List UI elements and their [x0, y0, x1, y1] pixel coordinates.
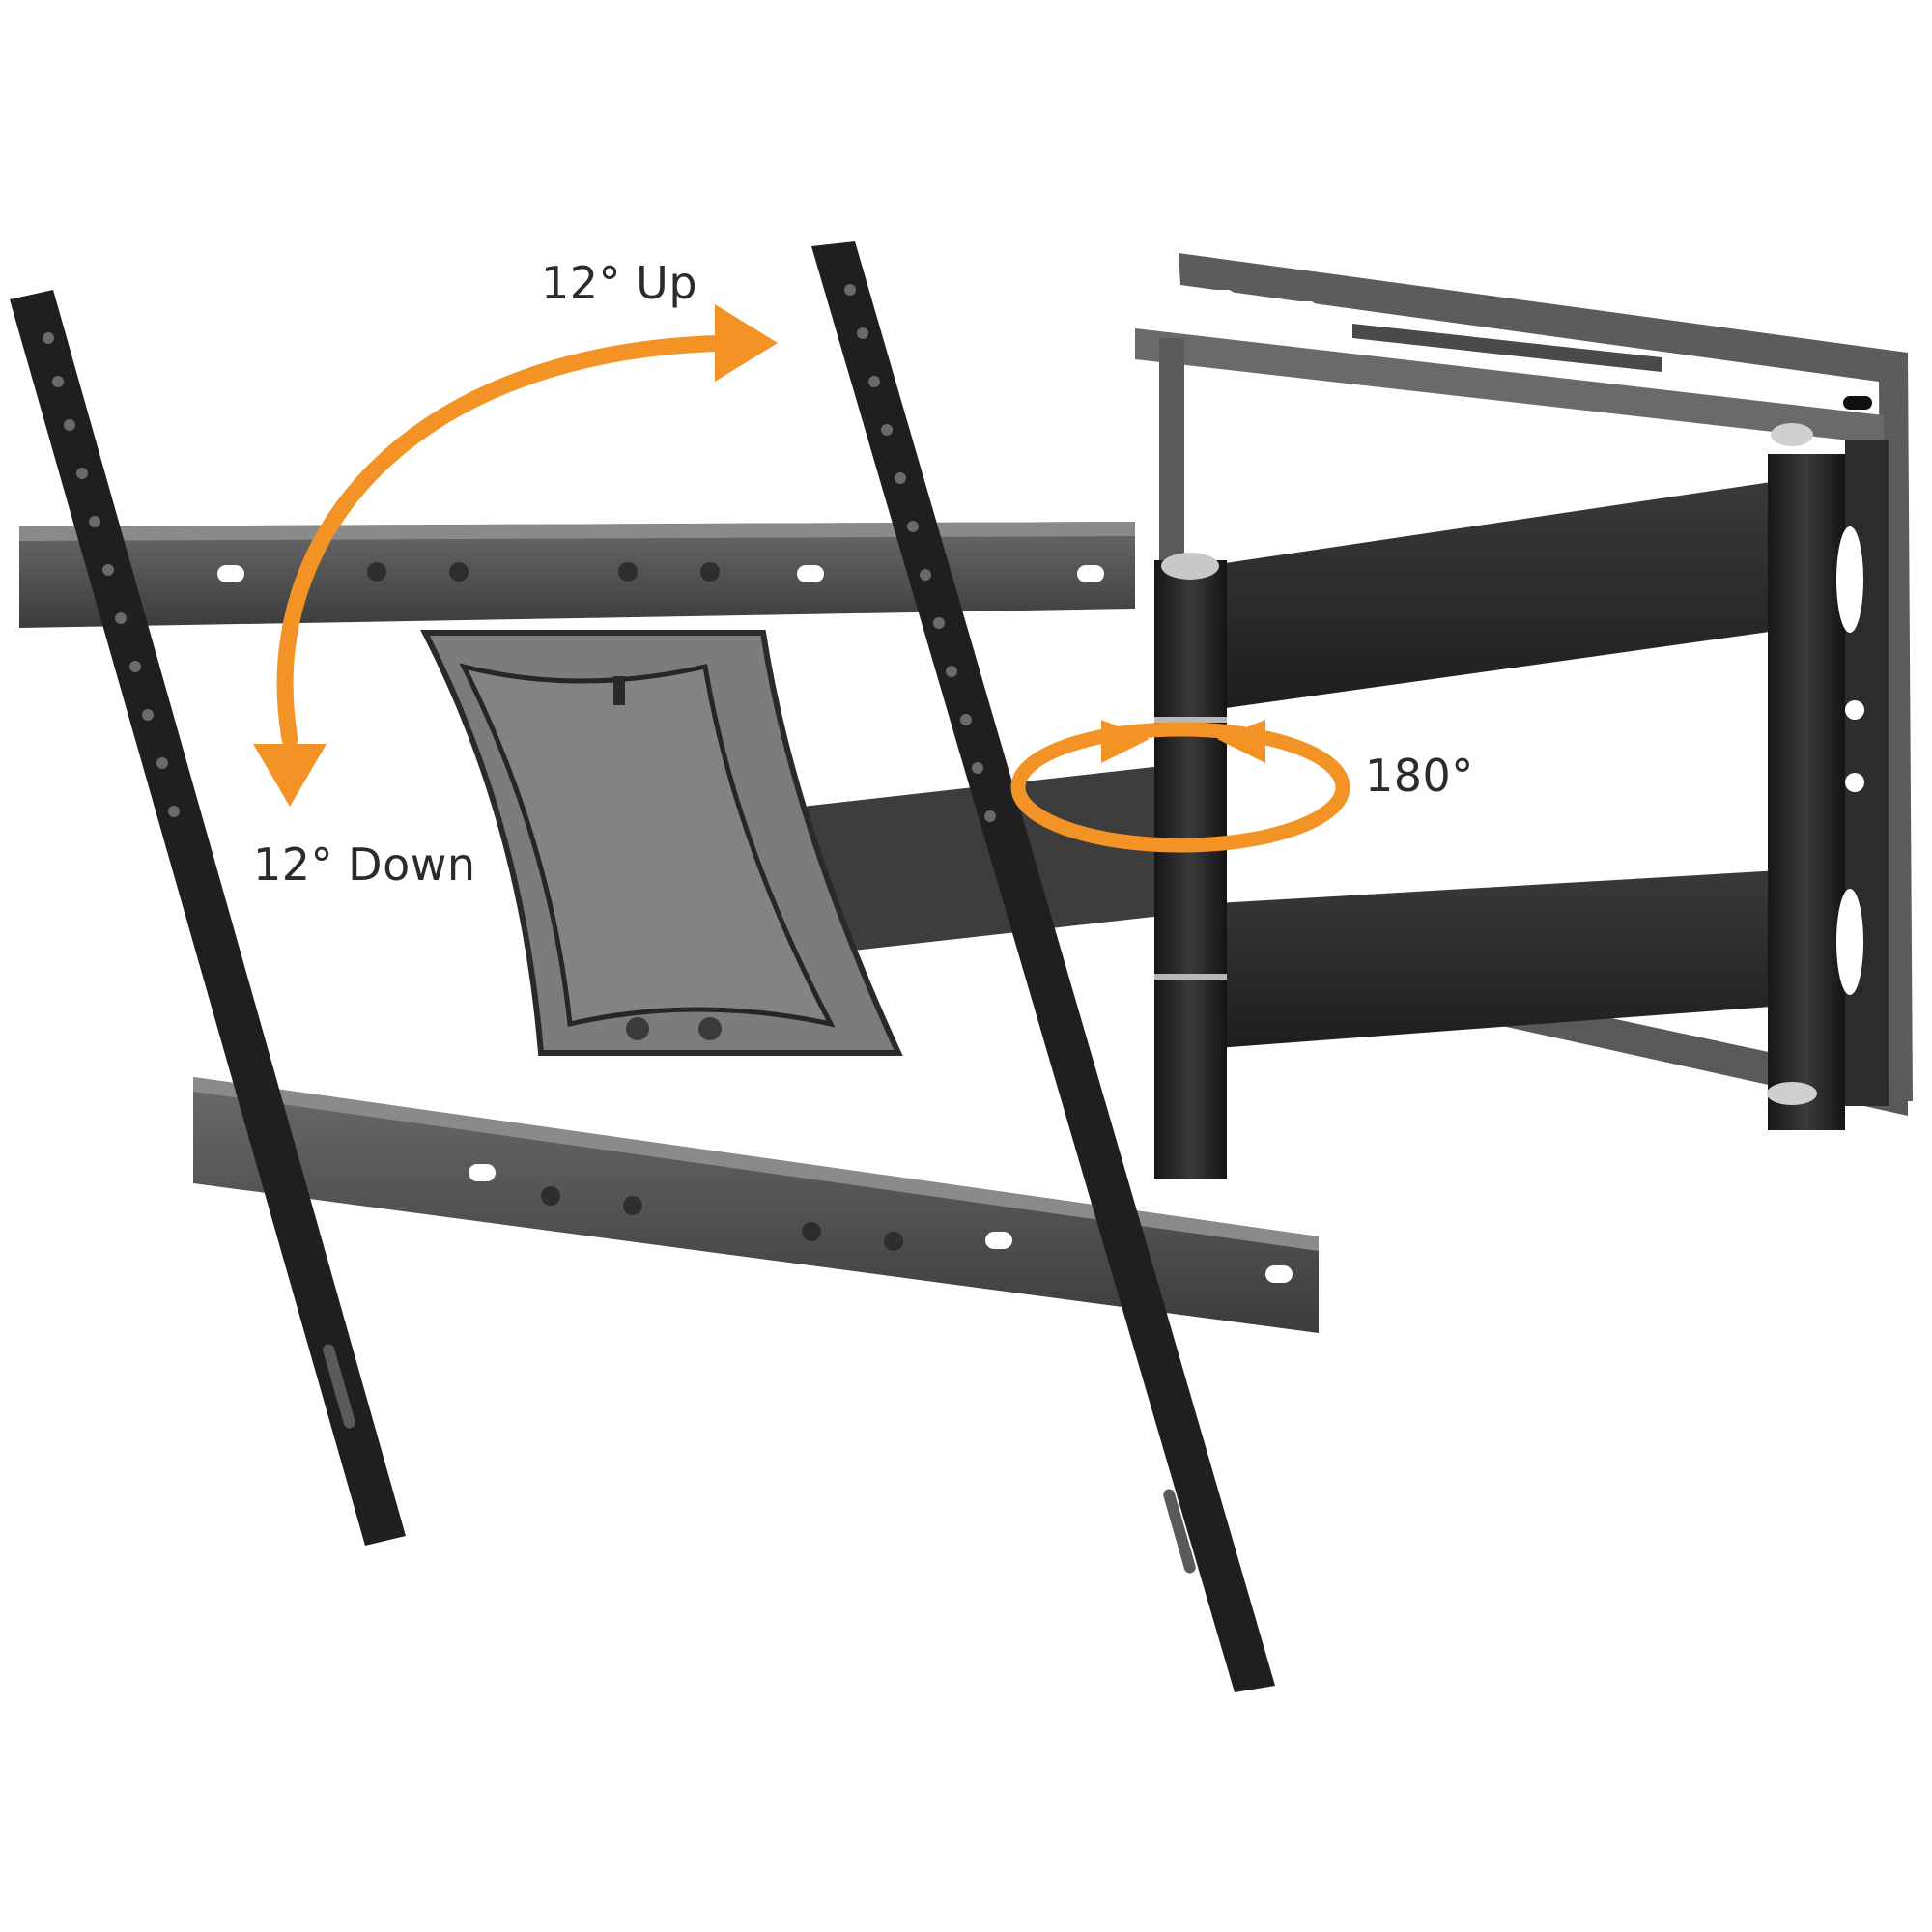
tilt-plate	[420, 630, 903, 1056]
tilt-up-label: 12° Up	[541, 257, 698, 309]
vertical-tv-straps	[10, 242, 1275, 1692]
swivel-label: 180°	[1365, 750, 1474, 802]
swivel-arrow-icon	[1010, 720, 1350, 853]
tilt-down-label: 12° Down	[253, 838, 476, 891]
articulating-arms	[802, 423, 1889, 1179]
tilt-arrow-icon	[253, 304, 778, 807]
